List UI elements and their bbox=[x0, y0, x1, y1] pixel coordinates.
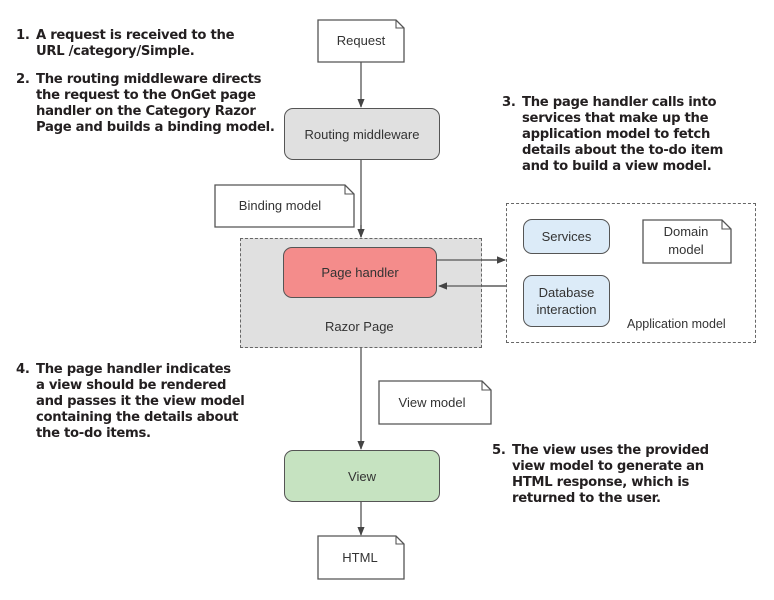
note-3-line-2: services that make up the bbox=[522, 111, 709, 126]
note-5: 5. The view uses the provided view model… bbox=[492, 443, 762, 507]
note-5-line-2: view model to generate an bbox=[512, 459, 704, 474]
note-4-line-1: The page handler indicates bbox=[36, 362, 231, 377]
note-4-line-2: a view should be rendered bbox=[36, 378, 227, 393]
note-3-line-1: The page handler calls into bbox=[522, 95, 717, 110]
application-model-label: Application model bbox=[627, 317, 726, 331]
note-4-number: 4. bbox=[16, 362, 30, 377]
note-2-line-3: handler on the Category Razor bbox=[36, 104, 256, 119]
view-box: View bbox=[284, 450, 440, 502]
note-2-line-2: the request to the OnGet page bbox=[36, 88, 256, 103]
services-label: Services bbox=[541, 229, 592, 244]
domain-model-label-line1: Domain bbox=[664, 224, 709, 239]
note-3-line-3: application model to fetch bbox=[522, 127, 711, 142]
html-document: HTML bbox=[317, 535, 405, 580]
note-4-line-5: the to-do items. bbox=[36, 426, 151, 441]
razor-page-label: Razor Page bbox=[325, 319, 394, 334]
page-handler-box: Page handler bbox=[283, 247, 437, 298]
note-4-line-3: and passes it the view model bbox=[36, 394, 245, 409]
view-model-label: View model bbox=[399, 395, 466, 410]
note-3: 3. The page handler calls into services … bbox=[502, 95, 772, 175]
note-5-line-4: returned to the user. bbox=[512, 491, 661, 506]
view-label: View bbox=[348, 468, 376, 484]
services-box: Services bbox=[523, 219, 610, 254]
request-document: Request bbox=[317, 19, 405, 63]
application-model-container bbox=[506, 203, 756, 343]
note-3-line-4: details about the to-do item bbox=[522, 143, 724, 158]
routing-middleware-label: Routing middleware bbox=[304, 126, 420, 142]
note-2: 2. The routing middleware directs the re… bbox=[16, 72, 316, 136]
binding-model-document: Binding model bbox=[214, 184, 355, 228]
note-5-number: 5. bbox=[492, 443, 506, 458]
note-5-line-1: The view uses the provided bbox=[512, 443, 709, 458]
note-2-number: 2. bbox=[16, 72, 30, 87]
note-1-line-2: URL /category/Simple. bbox=[36, 44, 195, 59]
page-handler-label: Page handler bbox=[321, 265, 399, 280]
domain-model-label-line2: model bbox=[668, 242, 704, 257]
database-interaction-label-line1: Database bbox=[538, 285, 595, 300]
note-3-number: 3. bbox=[502, 95, 516, 110]
note-1-number: 1. bbox=[16, 28, 30, 43]
note-2-line-4: Page and builds a binding model. bbox=[36, 120, 275, 135]
database-interaction-label-line2: interaction bbox=[536, 302, 597, 317]
note-4: 4. The page handler indicates a view sho… bbox=[16, 362, 296, 442]
note-5-line-3: HTML response, which is bbox=[512, 475, 690, 490]
binding-model-label: Binding model bbox=[239, 198, 321, 213]
routing-middleware-box: Routing middleware bbox=[284, 108, 440, 160]
note-2-line-1: The routing middleware directs bbox=[36, 72, 262, 87]
database-interaction-box: Database interaction bbox=[523, 275, 610, 327]
note-1-line-1: A request is received to the bbox=[36, 28, 235, 43]
note-1: 1. A request is received to the URL /cat… bbox=[16, 28, 296, 60]
note-4-line-4: containing the details about bbox=[36, 410, 239, 425]
note-3-line-5: and to build a view model. bbox=[522, 159, 712, 174]
html-label: HTML bbox=[342, 550, 377, 565]
request-label: Request bbox=[337, 33, 386, 48]
view-model-document: View model bbox=[378, 380, 492, 425]
